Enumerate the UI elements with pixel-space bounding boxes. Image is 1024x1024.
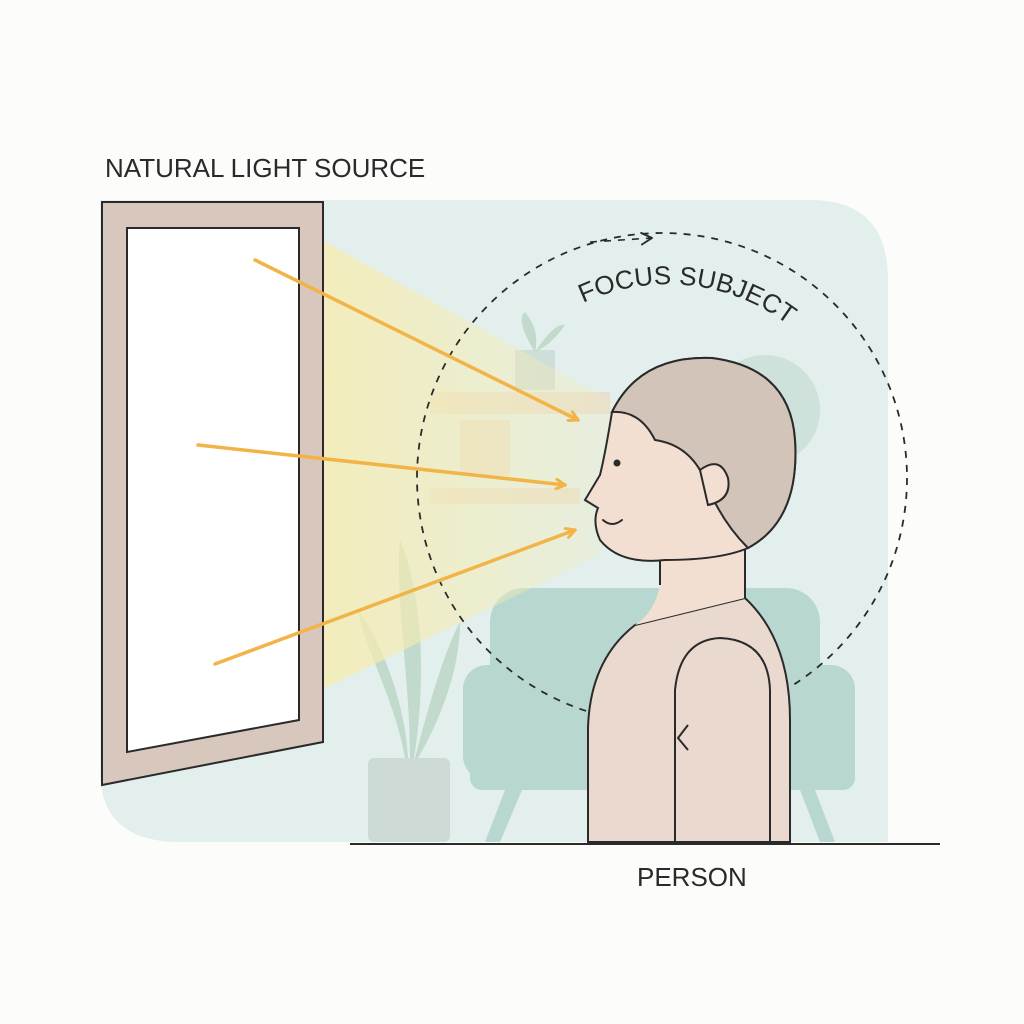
light-beam <box>300 228 650 700</box>
arrow-right-icon <box>213 530 577 666</box>
window-icon <box>101 201 324 787</box>
arrow-right-icon <box>253 258 580 420</box>
person-label: PERSON <box>637 862 747 892</box>
focus-direction-arrow <box>589 231 653 246</box>
light-source-label: NATURAL LIGHT SOURCE <box>105 153 425 183</box>
light-arrows <box>196 258 580 666</box>
person-icon <box>583 356 797 843</box>
arrow-right-icon <box>196 443 567 485</box>
